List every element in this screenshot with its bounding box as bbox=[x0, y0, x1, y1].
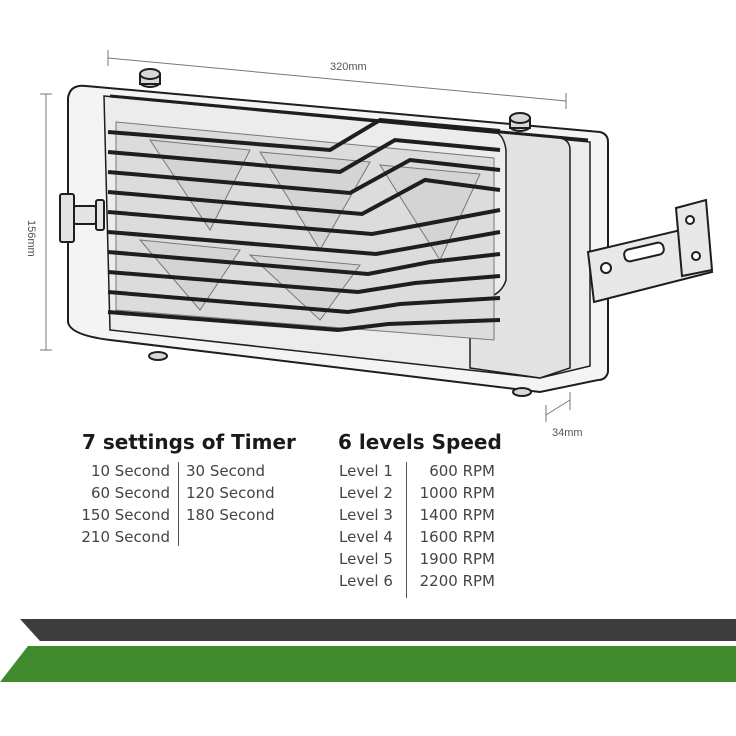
timer-option: 210 Second bbox=[81, 528, 170, 546]
timer-option: 30 Second bbox=[186, 462, 266, 480]
speed-level: Level 6 bbox=[339, 572, 393, 590]
timer-option: 60 Second bbox=[90, 484, 170, 502]
timer-option: 10 Second bbox=[90, 462, 170, 480]
depth-label: 34mm bbox=[552, 427, 583, 439]
timer-list-left: 10 Second 60 Second 150 Second 210 Secon… bbox=[60, 460, 170, 548]
timer-option: 120 Second bbox=[186, 484, 275, 502]
speed-rpm-value: 1900 RPM bbox=[419, 550, 495, 568]
grille bbox=[107, 117, 501, 333]
width-dimension bbox=[107, 50, 567, 109]
speed-rpm-value: 2200 RPM bbox=[419, 572, 495, 590]
height-label: 156mm bbox=[25, 220, 37, 257]
speed-level: Level 1 bbox=[339, 462, 393, 480]
speed-level: Level 3 bbox=[339, 506, 393, 524]
speed-heading: 6 levels Speed bbox=[338, 430, 502, 454]
speed-rpm-value: 1400 RPM bbox=[419, 506, 495, 524]
speed-level: Level 5 bbox=[339, 550, 393, 568]
timer-list-right: 30 Second 120 Second 180 Second bbox=[186, 460, 296, 526]
speed-divider bbox=[406, 462, 407, 598]
speed-rpm-value: 1600 RPM bbox=[419, 528, 495, 546]
speed-rpm: 600 RPM 1000 RPM 1400 RPM 1600 RPM 1900 … bbox=[410, 460, 495, 592]
dark-stripe bbox=[20, 619, 736, 641]
timer-option: 180 Second bbox=[186, 506, 275, 524]
speed-rpm-value: 1000 RPM bbox=[419, 484, 495, 502]
left-clamp bbox=[59, 193, 105, 243]
speed-rpm-value: 600 RPM bbox=[429, 462, 495, 480]
timer-option: 150 Second bbox=[81, 506, 170, 524]
knob-icon bbox=[139, 68, 532, 397]
timer-divider bbox=[178, 462, 179, 546]
speed-levels: Level 1 Level 2 Level 3 Level 4 Level 5 … bbox=[339, 460, 409, 592]
height-dimension bbox=[40, 93, 52, 351]
timer-heading: 7 settings of Timer bbox=[82, 430, 296, 454]
mounting-bracket-icon bbox=[586, 198, 714, 304]
speed-level: Level 4 bbox=[339, 528, 393, 546]
green-stripe bbox=[0, 646, 736, 682]
speed-level: Level 2 bbox=[339, 484, 393, 502]
width-label: 320mm bbox=[330, 61, 367, 73]
depth-dimension bbox=[545, 392, 571, 422]
